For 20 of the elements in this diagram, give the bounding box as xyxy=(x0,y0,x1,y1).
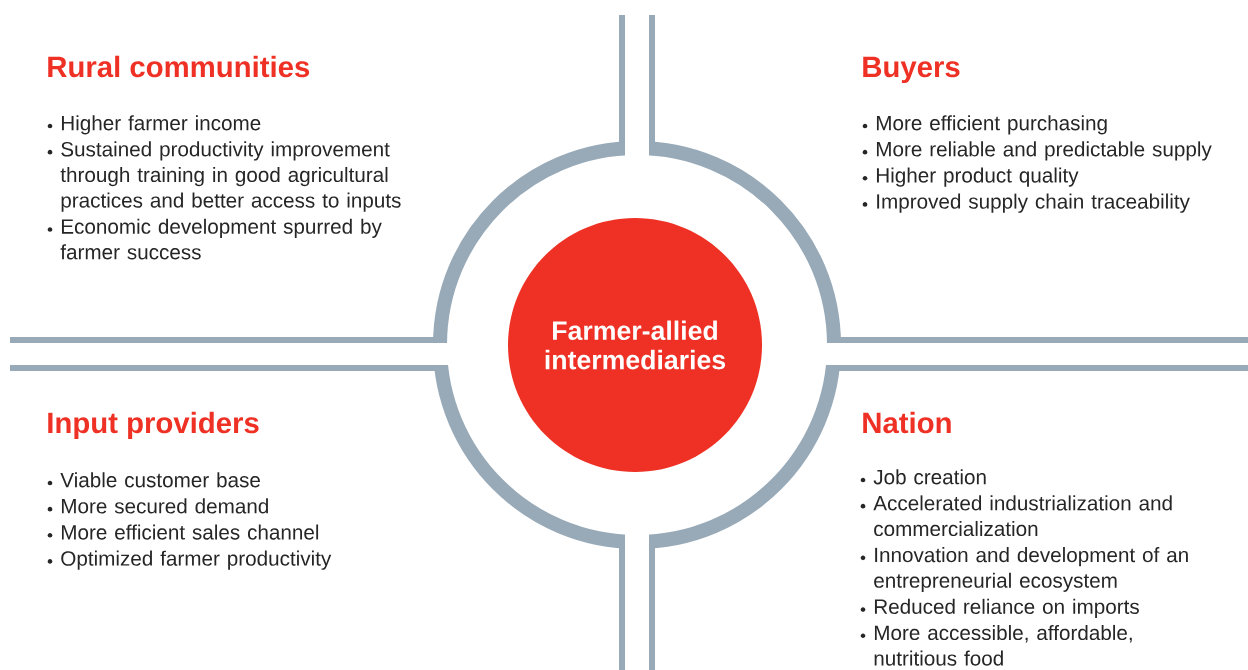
bullet-text: Optimized farmer productivity xyxy=(61,550,332,570)
bullet-text: More accessible, affordable, nutritious food xyxy=(874,624,1132,666)
bullet-text: More efficient sales channel xyxy=(61,524,319,540)
bullet-text: Higher farmer income xyxy=(61,115,261,135)
section-heading: Nation xyxy=(863,411,951,434)
bullet-text: Accelerated industrialization and commercialization xyxy=(873,495,1172,537)
bullet-text: Innovation and development of an entrepreneurial ecosystem xyxy=(874,547,1188,592)
section-heading: Buyers xyxy=(863,56,960,84)
bullet-text: Viable customer base xyxy=(60,472,260,488)
bullet-text: Higher product quality xyxy=(876,167,1079,187)
bullet-text: Job creation xyxy=(873,469,986,485)
bullet-text: Improved supply chain traceability xyxy=(877,193,1190,213)
bullet-text: Economic development spurred by farmer success xyxy=(60,218,382,260)
bullet-text: Reduced reliance on imports xyxy=(874,598,1139,619)
bullet-text: More reliable and predictable supply xyxy=(876,141,1212,161)
bullet-text: More secured demand xyxy=(61,498,268,514)
bullet-text: More efficient purchasing xyxy=(876,115,1107,135)
bullet-text: Sustained productivity improvement through training in good agricultural practices and better access to inputs xyxy=(60,141,401,212)
section-heading: Rural communities xyxy=(48,55,310,78)
section-heading: Input providers xyxy=(48,411,259,440)
